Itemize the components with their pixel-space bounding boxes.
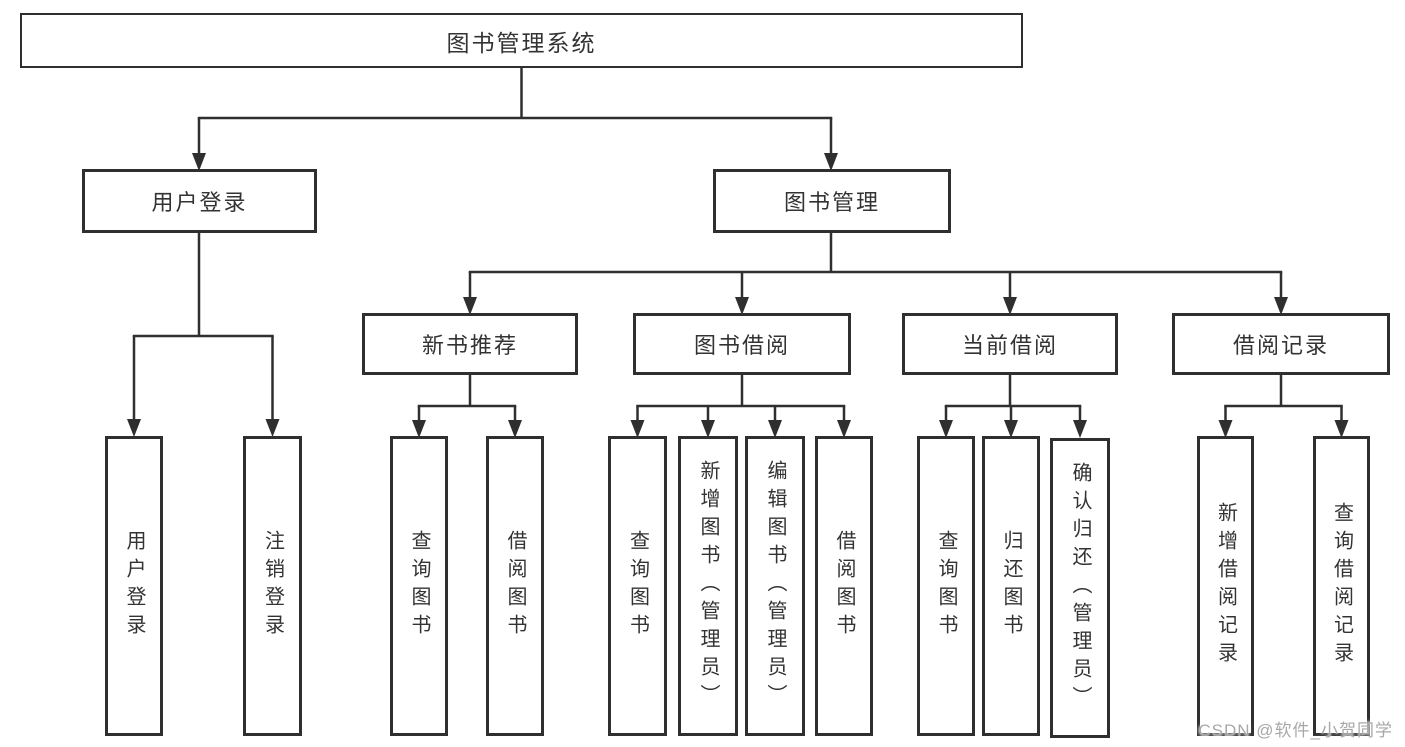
leaf-query-books-1: 查询图书 [390, 436, 448, 736]
leaf-query-books-1-label: 查询图书 [408, 530, 430, 642]
node-current-borrowing: 当前借阅 [902, 313, 1118, 375]
node-borrowing-records: 借阅记录 [1172, 313, 1390, 375]
leaf-add-borrow-record-label: 新增借阅记录 [1214, 502, 1237, 670]
leaf-confirm-return-admin: 确认归还（管理员） [1050, 438, 1110, 738]
leaf-query-books-2-label: 查询图书 [626, 530, 649, 642]
leaf-borrow-books-1: 借阅图书 [486, 436, 544, 736]
leaf-edit-book-admin-label: 编辑图书（管理员） [764, 460, 786, 712]
node-user-login: 用户登录 [82, 169, 317, 233]
leaf-add-borrow-record: 新增借阅记录 [1197, 436, 1254, 736]
leaf-logout: 注销登录 [243, 436, 302, 736]
leaf-return-book: 归还图书 [982, 436, 1040, 736]
leaf-edit-book-admin: 编辑图书（管理员） [745, 436, 805, 736]
leaf-user-login-label: 用户登录 [123, 530, 145, 642]
leaf-borrow-books-2-label: 借阅图书 [833, 530, 855, 642]
leaf-user-login: 用户登录 [105, 436, 163, 736]
csdn-watermark: CSDN @软件_小贺同学 [1198, 721, 1393, 740]
node-new-book-recommend: 新书推荐 [362, 313, 578, 375]
arrowheads [127, 153, 1349, 438]
leaf-logout-label: 注销登录 [261, 530, 284, 642]
leaf-confirm-return-admin-label: 确认归还（管理员） [1069, 462, 1091, 714]
leaf-query-books-3: 查询图书 [917, 436, 975, 736]
leaf-add-book-admin-label: 新增图书（管理员） [697, 460, 719, 712]
leaf-query-borrow-record: 查询借阅记录 [1313, 436, 1370, 736]
leaf-query-books-2: 查询图书 [608, 436, 667, 736]
leaf-borrow-books-2: 借阅图书 [815, 436, 873, 736]
leaf-add-book-admin: 新增图书（管理员） [678, 436, 738, 736]
leaf-borrow-books-1-label: 借阅图书 [504, 530, 526, 642]
node-library-system: 图书管理系统 [20, 13, 1023, 68]
leaf-query-borrow-record-label: 查询借阅记录 [1330, 502, 1353, 670]
node-book-borrowing: 图书借阅 [633, 313, 851, 375]
leaf-query-books-3-label: 查询图书 [935, 530, 957, 642]
leaf-return-book-label: 归还图书 [1000, 530, 1022, 642]
node-book-management: 图书管理 [713, 169, 951, 233]
